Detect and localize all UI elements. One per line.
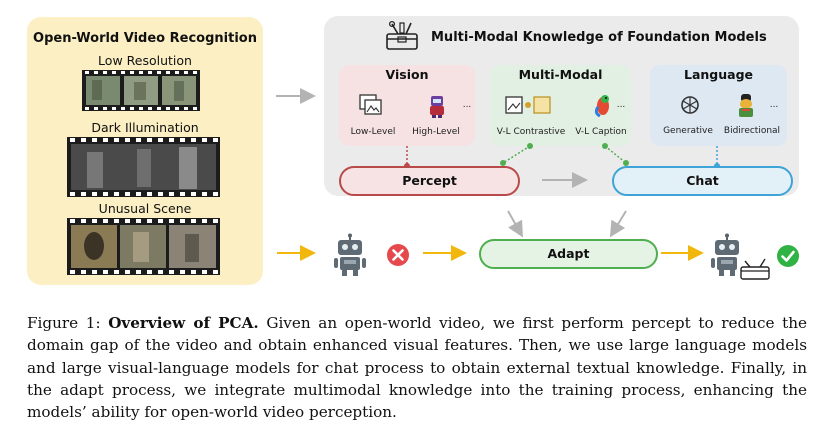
vl-contrastive-label: V-L Contrastive (496, 127, 566, 137)
bidirectional-label: Bidirectional (723, 126, 781, 136)
chat-to-adapt-arrow (609, 210, 627, 238)
caption-text: Given an open-world video, we first perf… (27, 314, 807, 422)
figure-caption: Figure 1: Overview of PCA. Given an open… (27, 312, 807, 423)
toolbox-icon (386, 20, 418, 50)
multimodal-title: Multi-Modal (518, 67, 603, 82)
caption-bold: Overview of PCA. (108, 314, 259, 332)
adapt-stage: Adapt (479, 239, 658, 269)
success-icon (777, 245, 799, 267)
unusual-scene-label: Unusual Scene (98, 201, 192, 216)
bert-icon (739, 94, 753, 117)
caption-chat-link (604, 145, 627, 164)
dark-illumination-filmstrip (67, 137, 220, 197)
openai-icon (681, 96, 699, 114)
low-resolution-filmstrip (82, 70, 200, 111)
robot-icon (334, 233, 366, 276)
robot-hero-icon (430, 96, 444, 118)
image-enhance-icon (359, 94, 382, 115)
generative-label: Generative (663, 126, 713, 136)
dark-illumination-label: Dark Illumination (91, 120, 199, 135)
robot-with-toolbox-icon (711, 233, 770, 280)
unusual-scene-filmstrip (67, 218, 220, 275)
high-level-label: High-Level (412, 127, 460, 137)
multimodal-more: ... (616, 100, 626, 110)
vision-title: Vision (385, 67, 429, 82)
low-resolution-label: Low Resolution (98, 53, 192, 68)
chat-stage: Chat (612, 166, 793, 196)
caption-prefix: Figure 1: (27, 314, 109, 332)
fail-icon (387, 244, 409, 266)
language-title: Language (683, 67, 753, 82)
parrot-icon (594, 95, 609, 117)
knowledge-title: Multi-Modal Knowledge of Foundation Mode… (431, 30, 767, 45)
vision-more: ... (462, 100, 472, 110)
contrastive-icon (505, 96, 551, 114)
unusual-scene-frames (70, 219, 218, 274)
open-world-panel: Open-World Video Recognition Low Resolut… (27, 17, 263, 285)
open-world-title: Open-World Video Recognition (33, 31, 257, 46)
contrastive-percept-link (502, 145, 531, 164)
language-more: ... (769, 100, 779, 110)
dark-illumination-frames (70, 138, 218, 196)
percept-to-adapt-arrow (507, 210, 523, 238)
low-level-label: Low-Level (350, 127, 396, 137)
percept-stage: Percept (339, 166, 520, 196)
low-resolution-frames (85, 71, 197, 110)
vl-caption-label: V-L Caption (575, 127, 627, 137)
language-box (650, 65, 787, 146)
